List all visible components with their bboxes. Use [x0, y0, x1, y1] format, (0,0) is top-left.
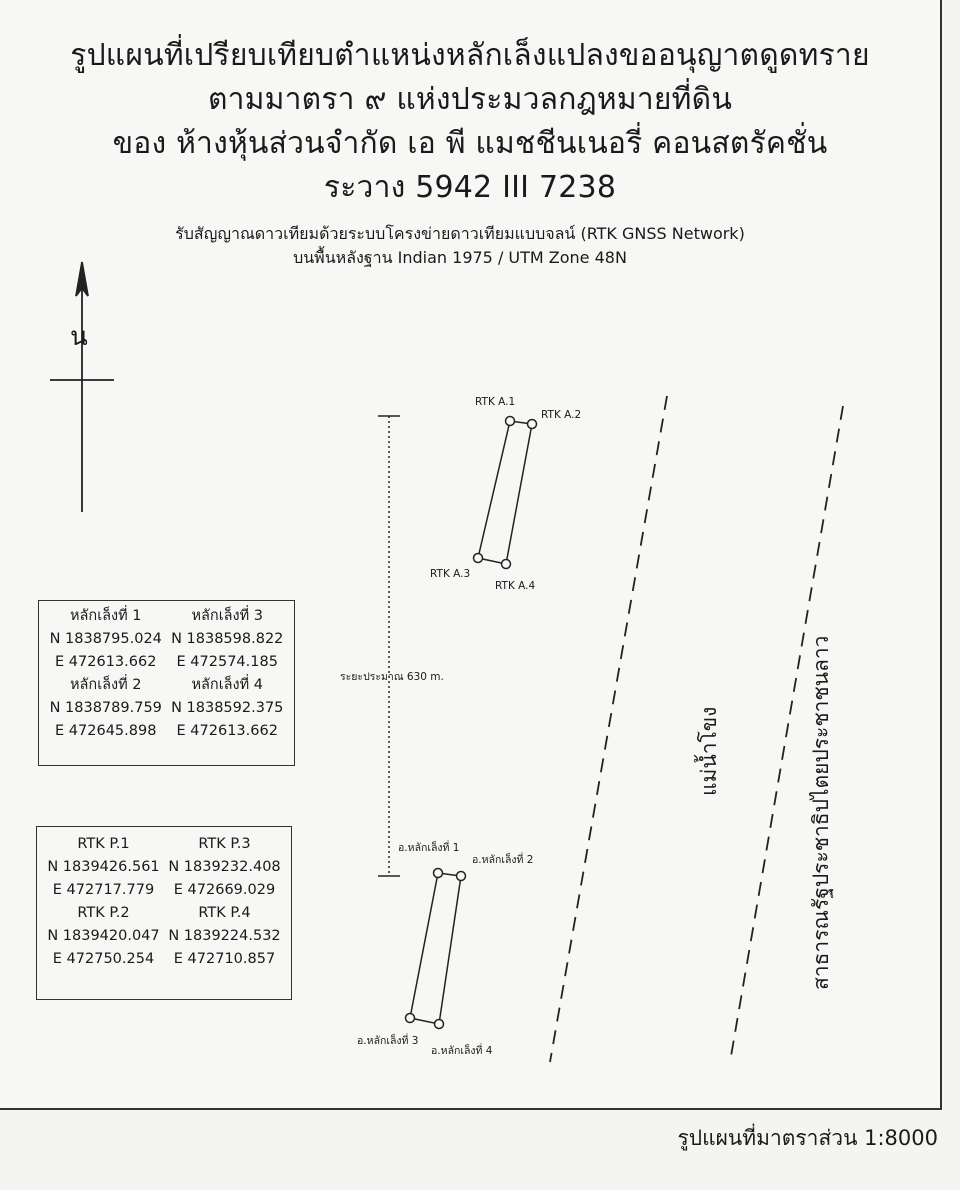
rtk-3-north: N 1839232.408 [168, 859, 281, 875]
north-label: น [70, 322, 88, 352]
lower-parcel [404, 867, 467, 1030]
rtk-3-east: E 472669.029 [173, 882, 276, 898]
upper-label-a4: RTK A.4 [495, 580, 536, 592]
marker-2-east: E 472645.898 [55, 723, 157, 739]
subtitle-line-1: รับสัญญาณดาวเทียมด้วยระบบโครงข่ายดาวเทีย… [175, 224, 745, 243]
distance-label: ระยะประมาณ 630 m. [340, 671, 444, 683]
marker-1-name: หลักเล็งที่ 1 [69, 608, 142, 624]
marker-3-name: หลักเล็งที่ 3 [191, 608, 264, 624]
lower-point-1 [432, 867, 444, 879]
marker-2-name: หลักเล็งที่ 2 [69, 677, 142, 693]
rtk-2-east: E 472750.254 [52, 951, 155, 967]
map-drawing: น ระยะประมาณ 630 m. RTK A.1 RTK A.2 RTK … [50, 261, 844, 1063]
lower-label-1: อ.หลักเล็งที่ 1 [398, 840, 459, 854]
marker-4-east: E 472613.662 [176, 723, 278, 739]
upper-label-a3: RTK A.3 [430, 568, 470, 580]
upper-point-a3 [472, 552, 484, 564]
title-line-2: ตามมาตรา ๙ แห่งประมวลกฎหมายที่ดิน [207, 82, 733, 117]
lower-point-4 [433, 1018, 445, 1030]
upper-point-a4 [500, 558, 512, 570]
marker-4-name: หลักเล็งที่ 4 [191, 677, 264, 693]
marker-3-east: E 472574.185 [176, 654, 278, 670]
subtitle-line-2: บนพื้นหลังฐาน Indian 1975 / UTM Zone 48N [293, 248, 627, 267]
map-title: รูปแผนที่เปรียบเทียบตำแหน่งหลักเล็งแปลงข… [0, 34, 940, 210]
rtk-3-name: RTK P.3 [198, 836, 251, 852]
marker-3-north: N 1838598.822 [171, 631, 284, 647]
map-scale: รูปแผนที่มาตราส่วน 1:8000 [677, 1126, 938, 1150]
distance-indicator [378, 415, 400, 877]
upper-label-a2: RTK A.2 [541, 409, 581, 421]
upper-label-a1: RTK A.1 [475, 396, 515, 408]
north-arrow [50, 261, 114, 512]
map-sheet: รูปแผนที่เปรียบเทียบตำแหน่งหลักเล็งแปลงข… [0, 0, 942, 1110]
title-line-4: ระวาง 5942 III 7238 [323, 170, 617, 205]
country-label: สาธารณรัฐประชาธิปไตยประชาชนลาว [809, 636, 833, 990]
lower-label-3: อ.หลักเล็งที่ 3 [357, 1033, 418, 1047]
marker-coordinates-table: หลักเล็งที่ 1 หลักเล็งที่ 3 N 1838795.02… [38, 600, 295, 766]
rtk-2-north: N 1839420.047 [47, 928, 160, 944]
rtk-2-name: RTK P.2 [77, 905, 130, 921]
lower-point-2 [455, 870, 467, 882]
marker-4-north: N 1838592.375 [171, 700, 284, 716]
lower-label-2: อ.หลักเล็งที่ 2 [472, 852, 533, 866]
rtk-1-north: N 1839426.561 [47, 859, 160, 875]
river-bank-west [549, 395, 668, 1063]
river-bank-east [729, 405, 844, 1063]
river-label: แม่น้ำโขง [694, 707, 721, 796]
title-line-1: รูปแผนที่เปรียบเทียบตำแหน่งหลักเล็งแปลงข… [70, 38, 870, 73]
rtk-1-east: E 472717.779 [52, 882, 155, 898]
rtk-coordinates-table: RTK P.1 RTK P.3 N 1839426.561 N 1839232.… [36, 826, 292, 1000]
lower-point-3 [404, 1012, 416, 1024]
title-line-3: ของ ห้างหุ้นส่วนจำกัด เอ พี แมชชีนเนอรี่… [112, 126, 828, 161]
rtk-4-name: RTK P.4 [198, 905, 251, 921]
upper-parcel [472, 415, 538, 570]
north-arrow-head [75, 261, 89, 297]
marker-1-east: E 472613.662 [55, 654, 157, 670]
rtk-4-north: N 1839224.532 [168, 928, 281, 944]
rtk-1-name: RTK P.1 [77, 836, 130, 852]
marker-1-north: N 1838795.024 [49, 631, 162, 647]
map-subtitle: รับสัญญาณดาวเทียมด้วยระบบโครงข่ายดาวเทีย… [0, 222, 920, 270]
lower-label-4: อ.หลักเล็งที่ 4 [431, 1043, 493, 1057]
upper-point-a1 [504, 415, 516, 427]
upper-point-a2 [526, 418, 538, 430]
marker-2-north: N 1838789.759 [49, 700, 162, 716]
rtk-4-east: E 472710.857 [173, 951, 276, 967]
